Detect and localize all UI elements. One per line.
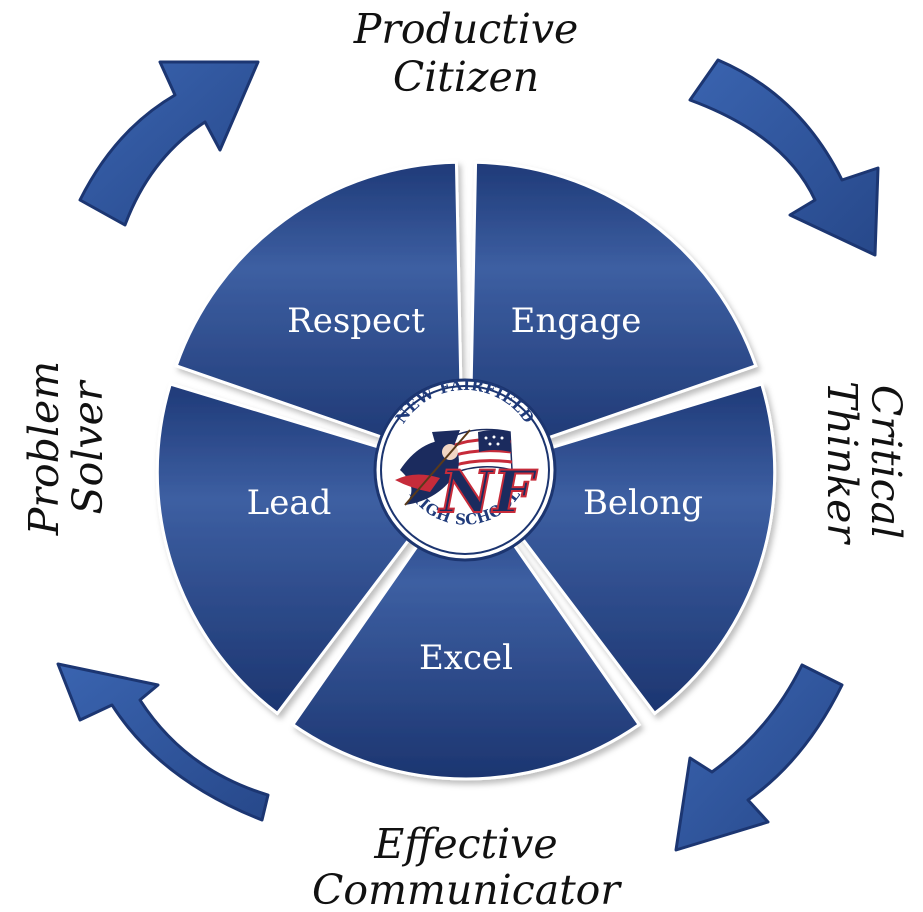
arrow-top-left-icon bbox=[78, 60, 260, 227]
arrow-bottom-right-icon bbox=[674, 663, 844, 852]
outer-labels: Productive Citizen Effective Communicato… bbox=[20, 5, 910, 912]
segment-label-belong: Belong bbox=[583, 483, 703, 523]
patriot-mascot-icon bbox=[395, 429, 471, 506]
segment-labels: Respect Engage Belong Excel Lead bbox=[247, 301, 703, 678]
label-left-line-2: Solver bbox=[64, 379, 112, 514]
label-bottom-line-1: Effective bbox=[373, 820, 557, 868]
label-right-line-2: Thinker bbox=[818, 381, 866, 545]
wheel-segment-excel bbox=[290, 473, 642, 781]
wheel-segment-engage bbox=[467, 160, 758, 468]
segment-label-respect: Respect bbox=[287, 301, 425, 341]
label-right-line-1: Critical bbox=[862, 385, 910, 539]
logo-monogram: NF bbox=[438, 458, 538, 526]
arrow-top-right-icon bbox=[688, 58, 880, 257]
segment-label-excel: Excel bbox=[419, 638, 513, 678]
wheel-segment-respect bbox=[174, 160, 465, 468]
school-logo: NEW FAIRFIELD HIGH SCHOOL NF bbox=[373, 376, 557, 562]
flag-icon bbox=[449, 428, 513, 476]
label-top-line-1: Productive bbox=[353, 5, 579, 53]
segment-label-lead: Lead bbox=[247, 483, 332, 523]
cycle-arrows bbox=[56, 58, 880, 852]
arrow-bottom-left-icon bbox=[56, 662, 270, 822]
segment-label-engage: Engage bbox=[511, 301, 642, 341]
label-left-line-1: Problem bbox=[20, 361, 68, 536]
label-top-line-2: Citizen bbox=[393, 53, 539, 101]
label-bottom-line-2: Communicator bbox=[312, 866, 622, 912]
